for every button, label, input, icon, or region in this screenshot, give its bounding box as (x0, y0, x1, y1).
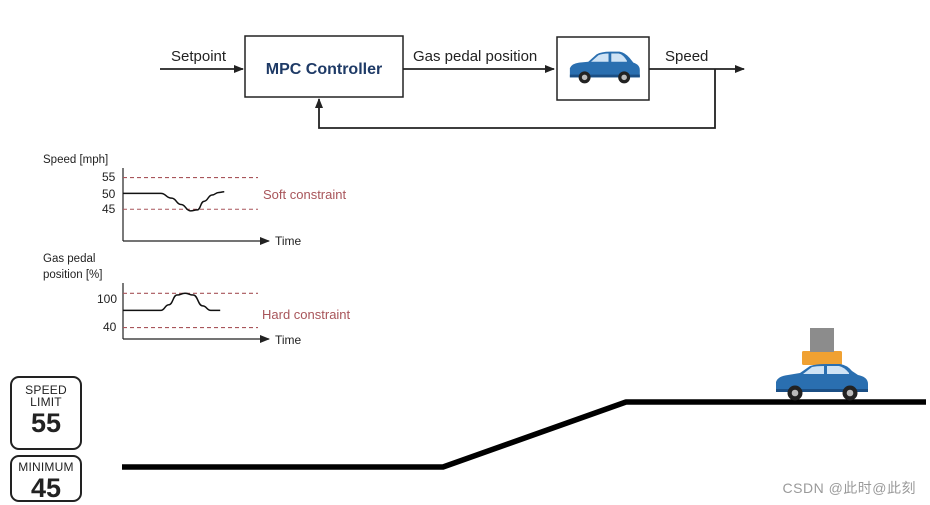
cargo-box-icon (802, 351, 842, 365)
speed-chart-ylabel: Speed [mph] (43, 154, 108, 166)
speed-series-line (123, 191, 225, 212)
mpc-controller-label: MPC Controller (266, 61, 382, 78)
minimum-speed-sign: MINIMUM 45 (10, 455, 82, 502)
gas-pedal-position-label: Gas pedal position (413, 48, 537, 65)
road-profile (122, 399, 926, 470)
control-block-diagram: Setpoint MPC Controller Gas pedal positi… (160, 35, 745, 129)
car-icon (569, 51, 640, 84)
speed-output-label: Speed (665, 48, 708, 65)
gas-series-line (122, 292, 221, 312)
cargo-top-box-icon (810, 328, 834, 352)
speed-chart-xlabel: Time (275, 234, 302, 248)
speed-limit-value: 55 (30, 408, 62, 438)
minimum-value: 45 (30, 473, 62, 503)
speed-tick-55: 55 (102, 170, 116, 184)
soft-constraint-label: Soft constraint (263, 187, 346, 202)
speed-limit-sign: SPEED LIMIT 55 (10, 376, 82, 450)
hard-constraint-label: Hard constraint (262, 307, 351, 322)
setpoint-label: Setpoint (171, 48, 227, 65)
speed-limit-line2: LIMIT (30, 395, 62, 409)
speed-chart: Speed [mph] Time 55 50 45 Soft constrain… (43, 154, 346, 248)
feedback-loop-arrow (315, 69, 716, 129)
gas-chart-ylabel-line1: Gas pedal (43, 253, 95, 265)
road-scene (122, 328, 926, 470)
speed-limit-line1: SPEED (25, 383, 67, 397)
gas-chart-xlabel: Time (275, 333, 302, 347)
gas-tick-100: 100 (97, 292, 117, 306)
gas-tick-40: 40 (103, 320, 117, 334)
speed-tick-50: 50 (102, 187, 116, 201)
speed-tick-45: 45 (102, 202, 116, 216)
minimum-line1: MINIMUM (18, 460, 74, 474)
loaded-car-icon (776, 328, 868, 401)
watermark: CSDN @此时@此刻 (782, 480, 916, 496)
gas-chart-ylabel-line2: position [%] (43, 269, 102, 281)
gas-pedal-chart: Gas pedal position [%] Time 100 40 Hard … (43, 253, 351, 347)
mpc-controller-block (244, 35, 404, 98)
